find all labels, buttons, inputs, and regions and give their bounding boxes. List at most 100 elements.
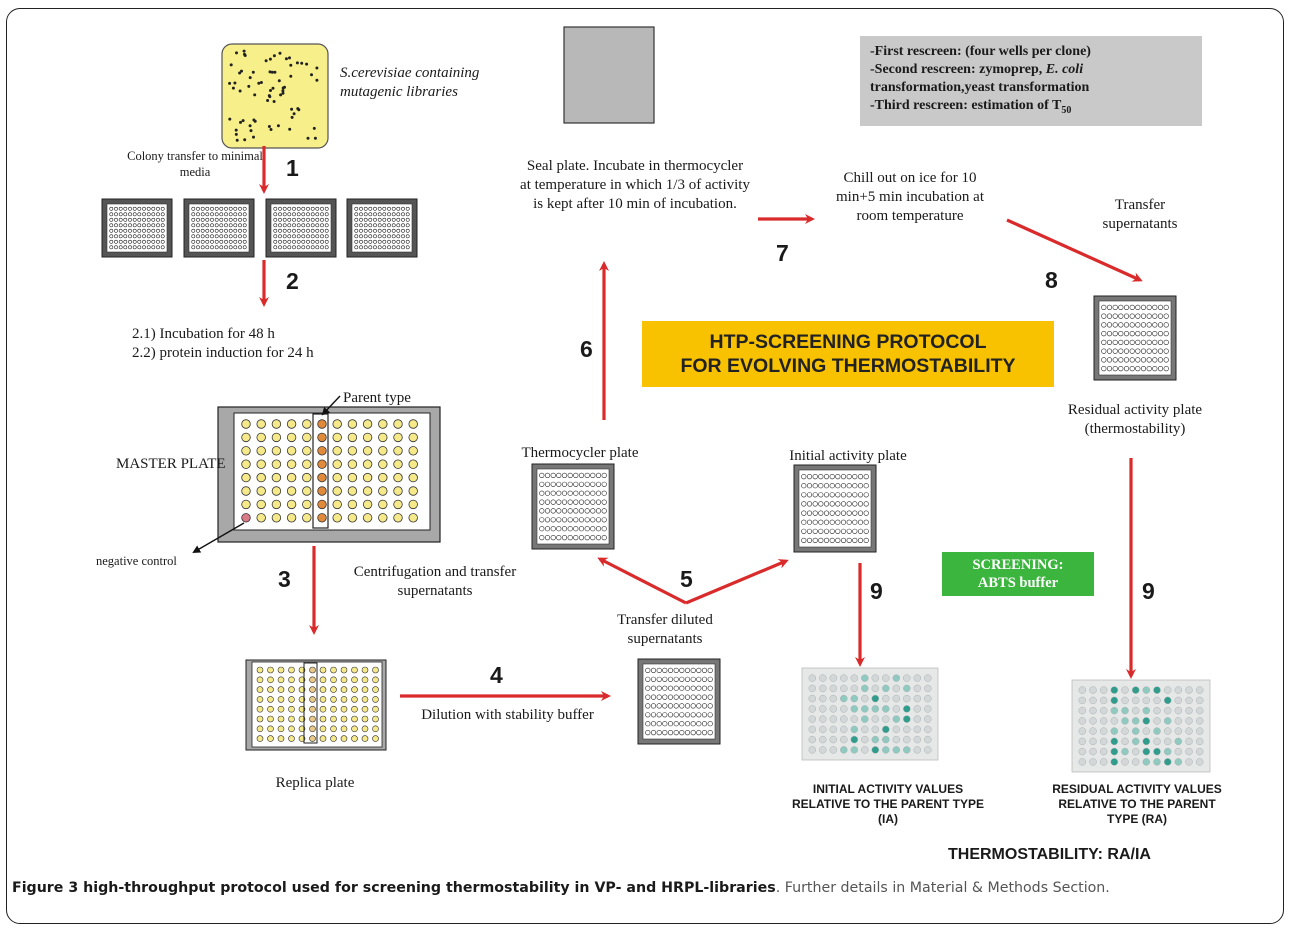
plate-well (123, 245, 128, 250)
plate-well (109, 234, 114, 239)
master-plate-well (256, 419, 266, 429)
plate-well (852, 537, 858, 544)
plate-well (840, 492, 847, 498)
plate-well (315, 212, 320, 217)
plate-well (128, 206, 132, 211)
plate-well (368, 239, 373, 244)
plate-well (601, 526, 607, 532)
plate-well (292, 245, 296, 250)
plate-well (684, 721, 691, 727)
plate-well (696, 721, 702, 727)
plate-well (287, 245, 292, 250)
plate-well (1123, 313, 1130, 319)
plate-well (1129, 339, 1135, 346)
screening-box: SCREENING: ABTS buffer (942, 552, 1094, 596)
plate-well (278, 206, 282, 211)
replica-plate-well (361, 715, 369, 723)
yeast-colony-dot (235, 51, 238, 55)
yeast-colony-dot (288, 56, 291, 60)
yeast-colony-dot (229, 63, 233, 67)
master-plate-well (347, 472, 358, 483)
replica-plate-well (309, 676, 316, 684)
replica-plate-well (319, 676, 327, 684)
yeast-colony-dot (228, 117, 232, 121)
photo-plate-well (1163, 696, 1172, 705)
plate-well (556, 481, 562, 487)
plate-well (191, 228, 196, 233)
plate-well (401, 228, 405, 233)
plate-well (205, 206, 210, 211)
plate-well (1152, 339, 1158, 346)
replica-plate-well (361, 686, 369, 693)
yeast-colony-dot (269, 89, 272, 92)
replica-plate-well (372, 696, 379, 703)
photo-plate-well (1174, 696, 1183, 705)
plate-well (196, 212, 200, 217)
photo-plate-well (1089, 706, 1097, 715)
plate-well (363, 217, 368, 222)
plate-well (273, 223, 278, 228)
photo-plate-well (1142, 727, 1151, 735)
plate-well (137, 234, 142, 239)
photo-plate-well (892, 746, 901, 754)
protocol-title-line-2: FOR EVOLVING THERMOSTABILITY (680, 355, 1016, 377)
master-plate-well (317, 472, 327, 483)
photo-plate-well (871, 694, 880, 703)
plate-well (315, 245, 320, 250)
photo-plate-well (1131, 747, 1140, 756)
plate-well (292, 206, 296, 211)
photo-plate-well (1121, 737, 1129, 746)
plate-well (391, 217, 396, 222)
plate-well (1101, 322, 1107, 328)
plate-well (829, 537, 835, 544)
plate-well (324, 234, 329, 239)
replica-plate-well (267, 676, 274, 684)
plate-well (391, 245, 396, 250)
photo-plate-well (808, 746, 817, 754)
replica-plate-well (267, 715, 274, 723)
photo-plate-well (829, 694, 838, 703)
plate-well (382, 223, 387, 228)
plate-well (228, 223, 233, 228)
master-plate-well (347, 513, 358, 523)
photo-plate-well (808, 705, 817, 713)
chill-label: Chill out on ice for 10 min+5 min incuba… (835, 170, 985, 224)
plate-well (818, 537, 824, 544)
plate-well (556, 526, 562, 532)
plate-well (544, 490, 551, 496)
plate-well (679, 703, 685, 709)
plate-well (1157, 366, 1164, 372)
master-plate-well (378, 432, 388, 443)
replica-plate-well (319, 735, 327, 742)
plate-well (590, 490, 596, 496)
plate-well (667, 685, 674, 691)
plate-well (690, 667, 696, 674)
plate-well (114, 217, 118, 222)
plate-well (1146, 366, 1152, 372)
master-plate-well (393, 419, 403, 429)
plate-well (109, 206, 114, 211)
step-8-number: 8 (1045, 267, 1058, 293)
plate-well (109, 217, 114, 222)
plate-well (590, 508, 596, 514)
plate-well (242, 206, 247, 211)
plate-well (396, 239, 401, 244)
plate-well (132, 217, 137, 222)
plate-well (1123, 322, 1130, 328)
replica-plate-well (319, 705, 327, 713)
plate-well (696, 694, 702, 700)
plate-well (196, 206, 200, 211)
plate-well (315, 206, 320, 211)
initial-activity-caption: INITIAL ACTIVITY VALUES RELATIVE TO THE … (791, 782, 985, 826)
replica-plate-well (372, 676, 379, 684)
master-plate-well (332, 486, 342, 496)
replica-plate-well (372, 725, 379, 733)
plate-well (273, 206, 278, 211)
master-plate-well (302, 432, 312, 443)
photo-plate-well (1195, 758, 1204, 766)
photo-plate-well (850, 735, 859, 744)
yeast-colony-dot (243, 52, 246, 56)
plate-well (1129, 348, 1135, 354)
plate-well (578, 534, 585, 541)
plate-well (1101, 313, 1107, 319)
